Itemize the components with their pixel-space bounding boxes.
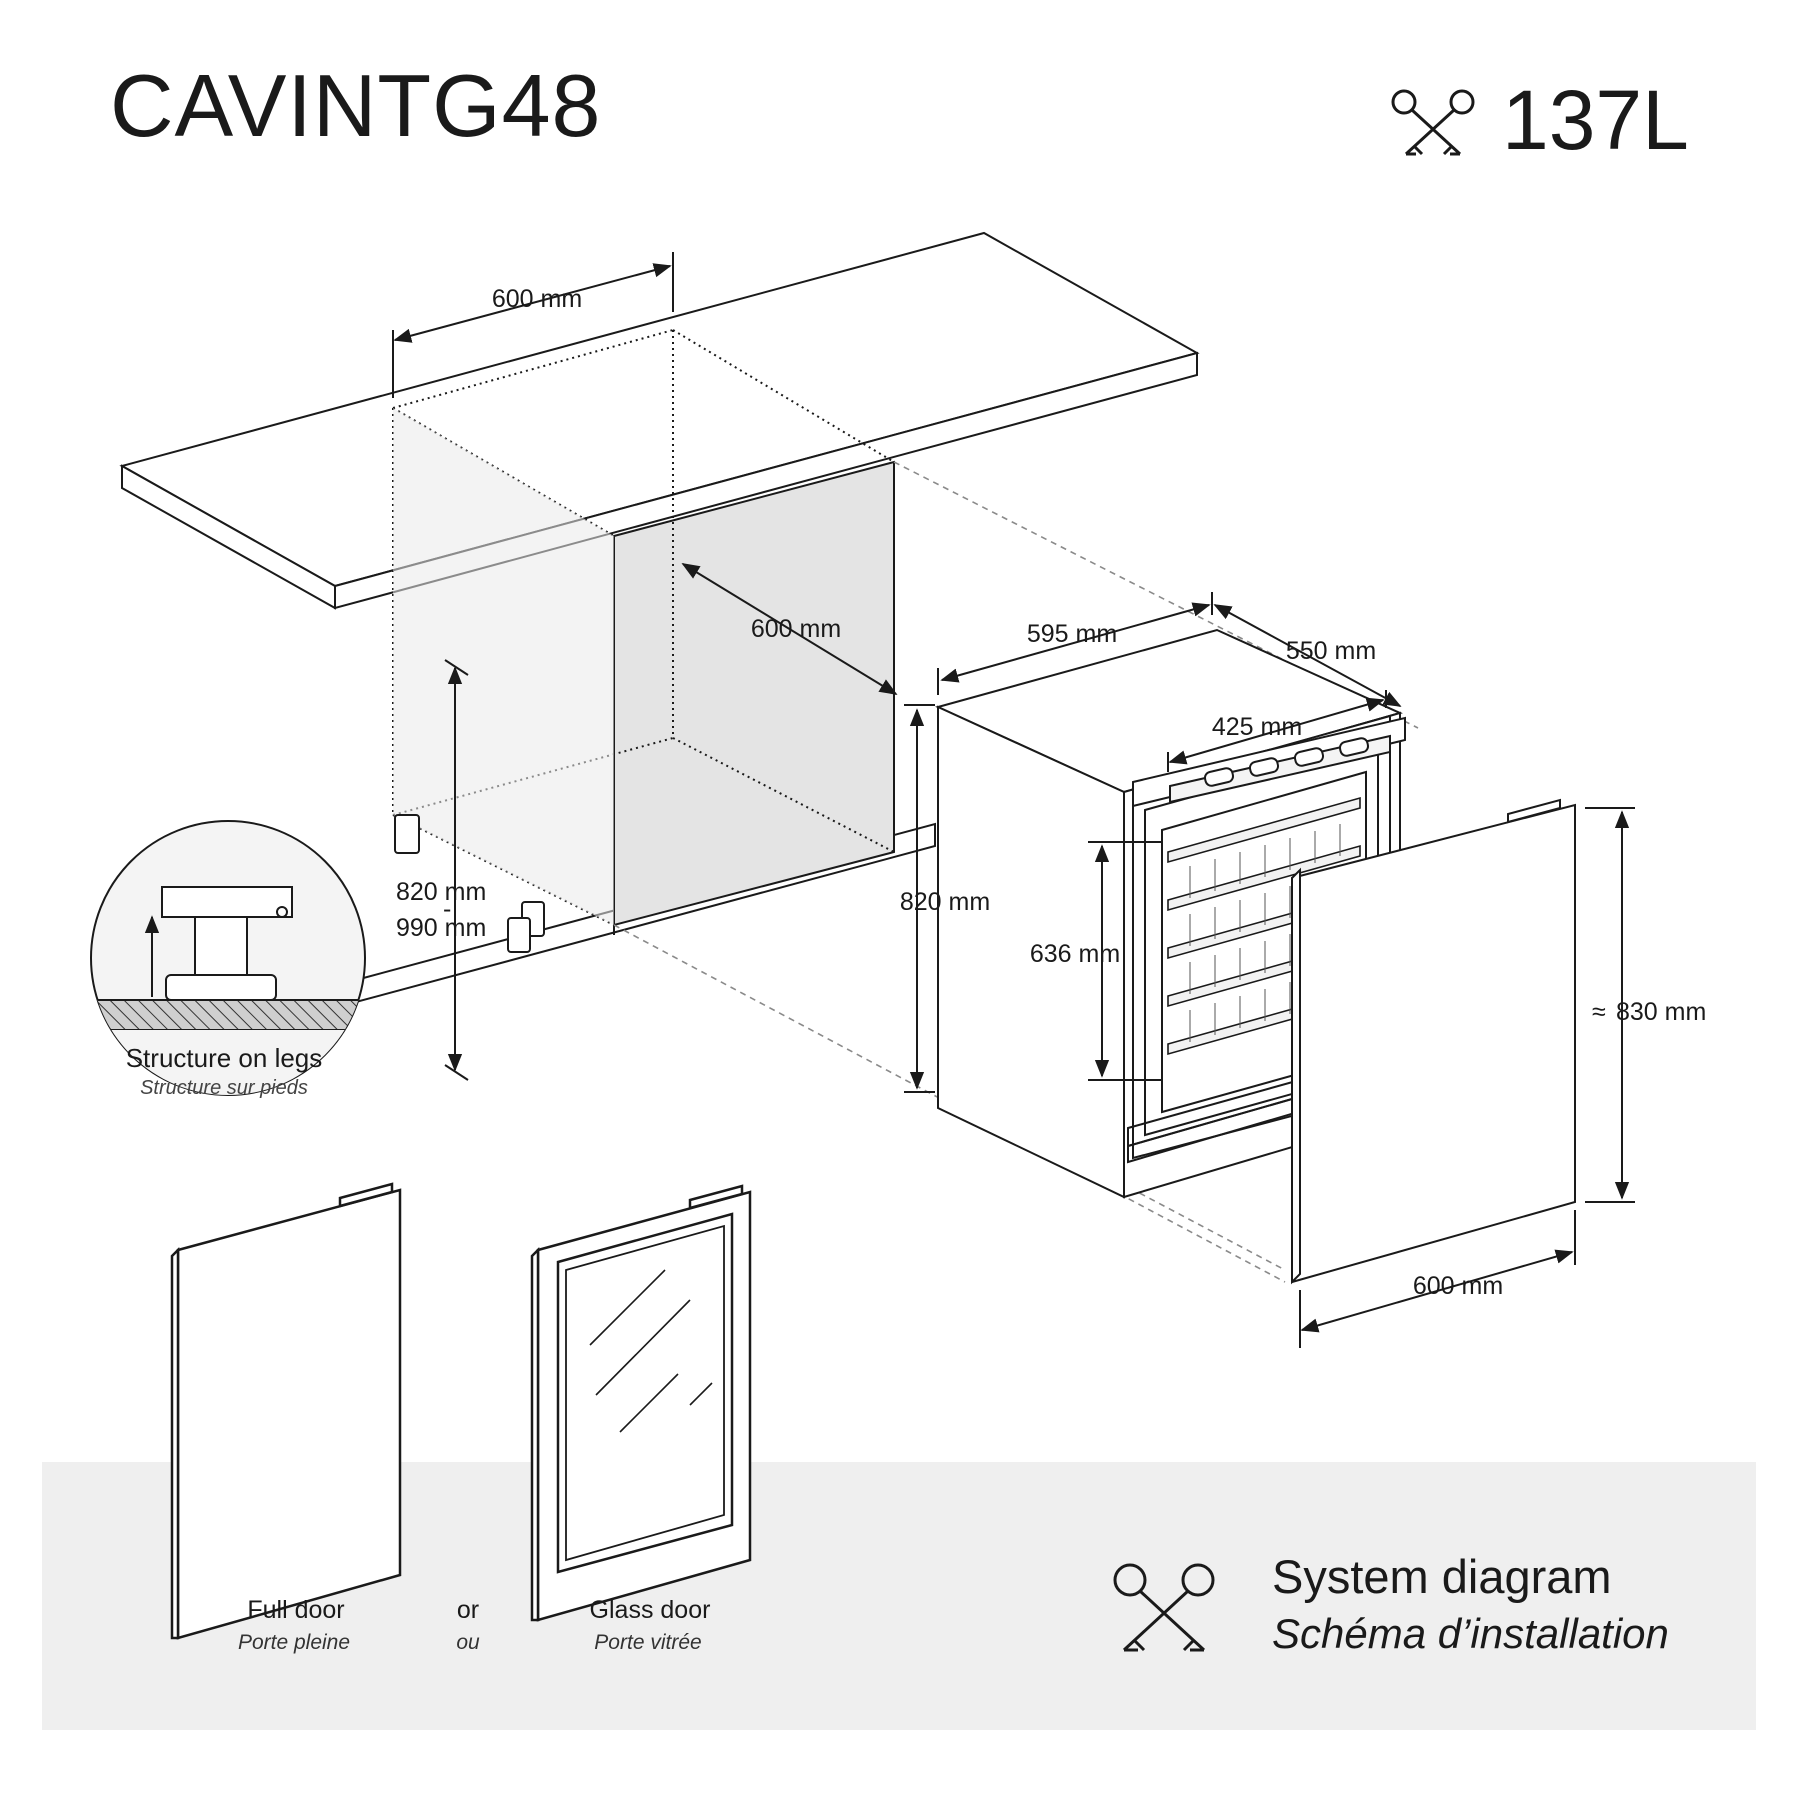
inner-width-label: 425 mm [1211,713,1303,741]
crossed-keys-icon [1113,1563,1215,1652]
unit-depth-label: 550 mm [1285,637,1377,665]
door-dimension-lines [1299,807,1635,1348]
legs-title: Structure on legs [125,1043,323,1073]
appliance-dimension-lines [904,592,1402,1093]
niche-depth-label: 600 mm [750,615,842,643]
niche-width-label: 600 mm [491,285,583,313]
niche-height-max-label: 990 mm [396,914,487,942]
door-height-label: 830 mm [1616,998,1707,1026]
full-door-sublabel: Porte pleine [237,1631,351,1654]
glass-door-illustration [530,1184,752,1622]
niche-height-min-label: 820 mm [396,878,487,906]
or-label: or [456,1596,480,1624]
full-door-label: Full door [247,1596,345,1624]
legs-subtitle: Structure sur pieds [140,1077,308,1099]
niche-dimension-lines [392,252,898,1081]
glass-door-label: Glass door [589,1596,711,1624]
unit-height-label: 820 mm [899,888,991,916]
model-title: CAVINTG48 [110,56,602,155]
door-width-label: 600 mm [1412,1272,1504,1300]
unit-width-label: 595 mm [1026,620,1118,648]
crossed-keys-icon [1391,89,1475,156]
system-diagram-title: System diagram [1272,1550,1612,1603]
system-diagram-subtitle: Schéma d’installation [1272,1610,1669,1657]
leg-detail-callout [90,820,366,1096]
full-door-illustration [170,1182,402,1640]
capacity-value: 137L [1502,73,1689,167]
glass-door-sublabel: Porte vitrée [594,1631,702,1654]
niche-legs [394,814,615,953]
or-sublabel: ou [456,1631,480,1654]
door-panel [1291,798,1576,1285]
inner-height-label: 636 mm [1029,940,1121,968]
door-height-approx-symbol: ≈ [1592,998,1606,1026]
niche-height-separator: - [443,895,452,923]
